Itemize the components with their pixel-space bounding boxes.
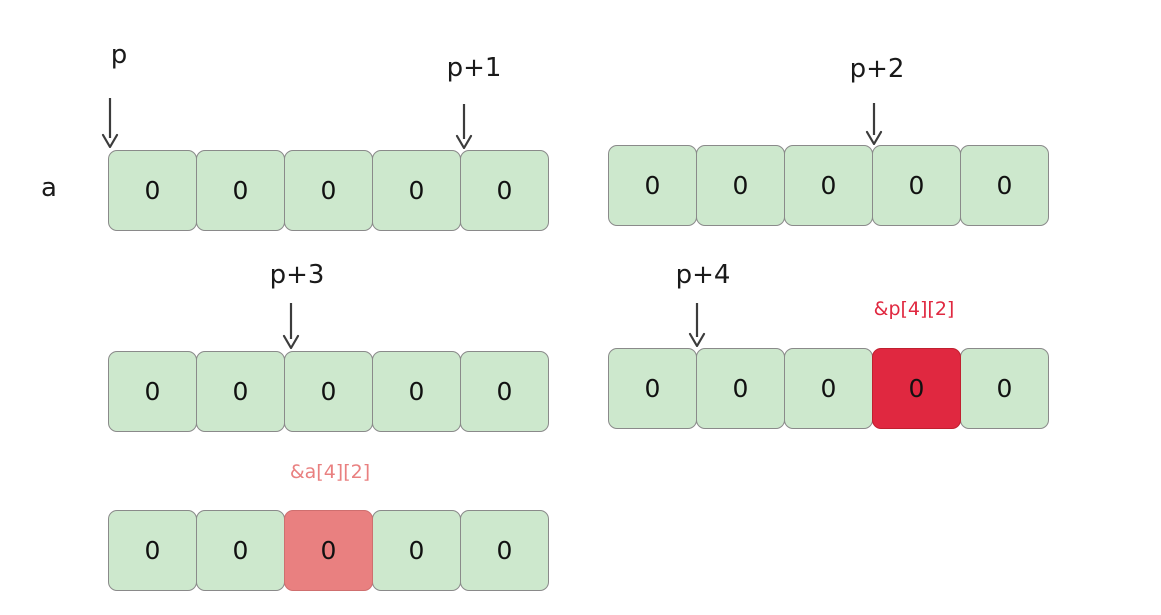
array-cell: 0 — [108, 351, 197, 432]
annotation-annot-a42: &a[4][2] — [289, 461, 371, 483]
array-cell: 0 — [460, 510, 549, 591]
array-cell: 0 — [372, 510, 461, 591]
pointer-label-ptr-p2: p+2 — [849, 54, 905, 84]
array-cell: 0 — [784, 348, 873, 429]
array-cell: 0 — [696, 348, 785, 429]
array-cell: 0 — [372, 351, 461, 432]
array-cell: 0 — [108, 510, 197, 591]
array-cell: 0 — [196, 150, 285, 231]
array-cell: 0 — [460, 351, 549, 432]
array-cell: 0 — [284, 150, 373, 231]
array-cell: 0 — [196, 351, 285, 432]
array-cell: 0 — [872, 145, 961, 226]
array-cell: 0 — [784, 145, 873, 226]
down-arrow-icon — [863, 103, 885, 145]
array-cell: 0 — [960, 348, 1049, 429]
pointer-label-ptr-p1: p+1 — [446, 53, 502, 83]
array-cell: 0 — [960, 145, 1049, 226]
annotation-annot-p42: &p[4][2] — [873, 298, 955, 320]
down-arrow-icon — [686, 303, 708, 347]
array-name-label: a — [41, 173, 57, 203]
array-cell: 0 — [108, 150, 197, 231]
down-arrow-icon — [280, 303, 302, 349]
array-cell-highlighted: 0 — [284, 510, 373, 591]
array-cell: 0 — [284, 351, 373, 432]
array-cell: 0 — [196, 510, 285, 591]
array-cell-highlighted: 0 — [872, 348, 961, 429]
down-arrow-icon — [453, 104, 475, 149]
array-cell: 0 — [372, 150, 461, 231]
array-cell: 0 — [696, 145, 785, 226]
down-arrow-icon — [99, 98, 121, 148]
array-cell: 0 — [608, 348, 697, 429]
array-cell: 0 — [460, 150, 549, 231]
pointer-label-ptr-p: p — [110, 40, 128, 70]
pointer-label-ptr-p4: p+4 — [675, 260, 731, 290]
array-cell: 0 — [608, 145, 697, 226]
pointer-label-ptr-p3: p+3 — [269, 260, 325, 290]
